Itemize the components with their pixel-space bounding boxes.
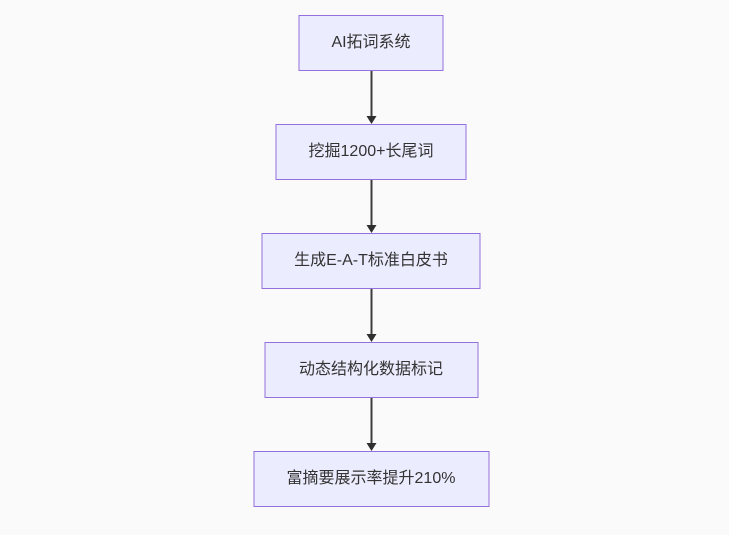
flow-node-step5: 富摘要展示率提升210% <box>253 451 489 507</box>
arrow-down-icon <box>366 116 376 124</box>
flow-edge-step1-step2 <box>366 71 376 124</box>
flow-edge-step3-step4 <box>366 289 376 342</box>
flow-node-label: 富摘要展示率提升210% <box>286 470 456 488</box>
flow-node-step2: 挖掘1200+长尾词 <box>275 124 467 180</box>
arrow-down-icon <box>366 443 376 451</box>
flowchart: AI拓词系统 挖掘1200+长尾词 生成E-A-T标准白皮书 动态结构化数据标记… <box>7 15 729 507</box>
edge-line <box>370 398 372 443</box>
arrow-down-icon <box>366 334 376 342</box>
edge-line <box>370 289 372 334</box>
arrow-down-icon <box>366 225 376 233</box>
flow-edge-step2-step3 <box>366 180 376 233</box>
flow-edge-step4-step5 <box>366 398 376 451</box>
edge-line <box>370 180 372 225</box>
flow-node-label: AI拓词系统 <box>331 34 411 52</box>
flow-node-label: 生成E-A-T标准白皮书 <box>294 252 448 270</box>
flow-node-label: 动态结构化数据标记 <box>298 361 443 379</box>
flow-node-step4: 动态结构化数据标记 <box>264 342 478 398</box>
edge-line <box>370 71 372 116</box>
flow-node-step3: 生成E-A-T标准白皮书 <box>261 233 481 289</box>
flow-node-step1: AI拓词系统 <box>298 15 444 71</box>
flow-node-label: 挖掘1200+长尾词 <box>308 143 434 161</box>
